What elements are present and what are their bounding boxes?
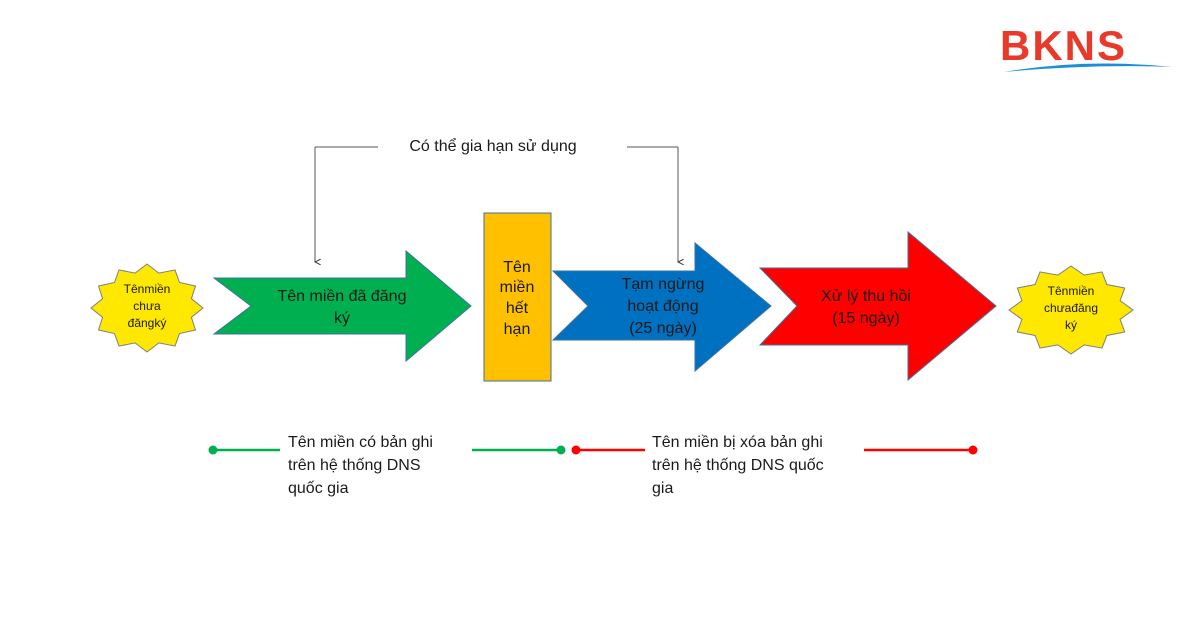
legend-with-record: Tên miền có bản ghi trên hệ thống DNS qu… <box>208 434 566 497</box>
legend-green-dot-left <box>208 445 218 455</box>
start-line-2: chưa <box>133 299 161 313</box>
suspended-arrow <box>551 241 772 373</box>
legend-red-line-2: trên hệ thống DNS quốc <box>652 457 824 474</box>
suspended-line-3: (25 ngày) <box>629 320 697 337</box>
suspended-line-1: Tạm ngừng <box>622 276 705 293</box>
end-line-3: ký <box>1065 318 1077 332</box>
legend-green-line-2: trên hệ thống DNS <box>288 457 421 474</box>
recovery-arrow <box>758 230 997 382</box>
stage-suspended: Tạm ngừng hoạt động (25 ngày) <box>551 241 772 373</box>
renewal-bracket: Có thể gia hạn sử dụng <box>315 137 678 262</box>
stage-expired: Tên miền hết hạn <box>483 212 552 382</box>
recovery-line-1: Xử lý thu hồi <box>821 288 911 305</box>
suspended-line-2: hoạt động <box>627 298 698 315</box>
legend-green-line-1: Tên miền có bản ghi <box>288 434 433 451</box>
expired-box <box>483 212 552 382</box>
stage-recovery: Xử lý thu hồi (15 ngày) <box>758 230 997 382</box>
end-seal-shape <box>1008 265 1134 355</box>
bkns-logo: BKNS <box>1000 22 1172 72</box>
stage-registered: Tên miền đã đăng ký <box>212 249 472 363</box>
legend-red-dot-left <box>571 445 581 455</box>
legend-green-line-3: quốc gia <box>288 480 349 497</box>
registered-line-1: Tên miền đã đăng <box>278 288 407 305</box>
stage-start: Tênmiền chưa đăngký <box>90 263 204 353</box>
recovery-line-2: (15 ngày) <box>832 310 900 327</box>
start-line-1: Tênmiền <box>124 282 171 296</box>
expired-line-4: hạn <box>504 321 531 338</box>
legend-green-dot-right <box>556 445 566 455</box>
registered-arrow <box>212 249 472 363</box>
legend-red-dot-right <box>968 445 978 455</box>
logo-swoosh <box>1004 63 1172 72</box>
expired-line-1: Tên <box>503 259 531 276</box>
expired-line-2: miền <box>500 279 535 296</box>
end-line-2: chưađăng <box>1044 301 1098 315</box>
start-line-3: đăngký <box>128 316 167 330</box>
renewal-label: Có thể gia hạn sử dụng <box>409 137 576 155</box>
stage-end: Tênmiền chưađăng ký <box>1008 265 1134 355</box>
expired-line-3: hết <box>506 300 529 317</box>
registered-line-2: ký <box>334 310 350 327</box>
legend-red-line-1: Tên miền bị xóa bản ghi <box>652 434 823 451</box>
end-line-1: Tênmiền <box>1048 284 1095 298</box>
start-seal-shape <box>90 263 204 353</box>
legend-deleted-record: Tên miền bị xóa bản ghi trên hệ thống DN… <box>571 434 978 497</box>
legend-red-line-3: gia <box>652 480 673 497</box>
logo-text: BKNS <box>1000 22 1127 69</box>
